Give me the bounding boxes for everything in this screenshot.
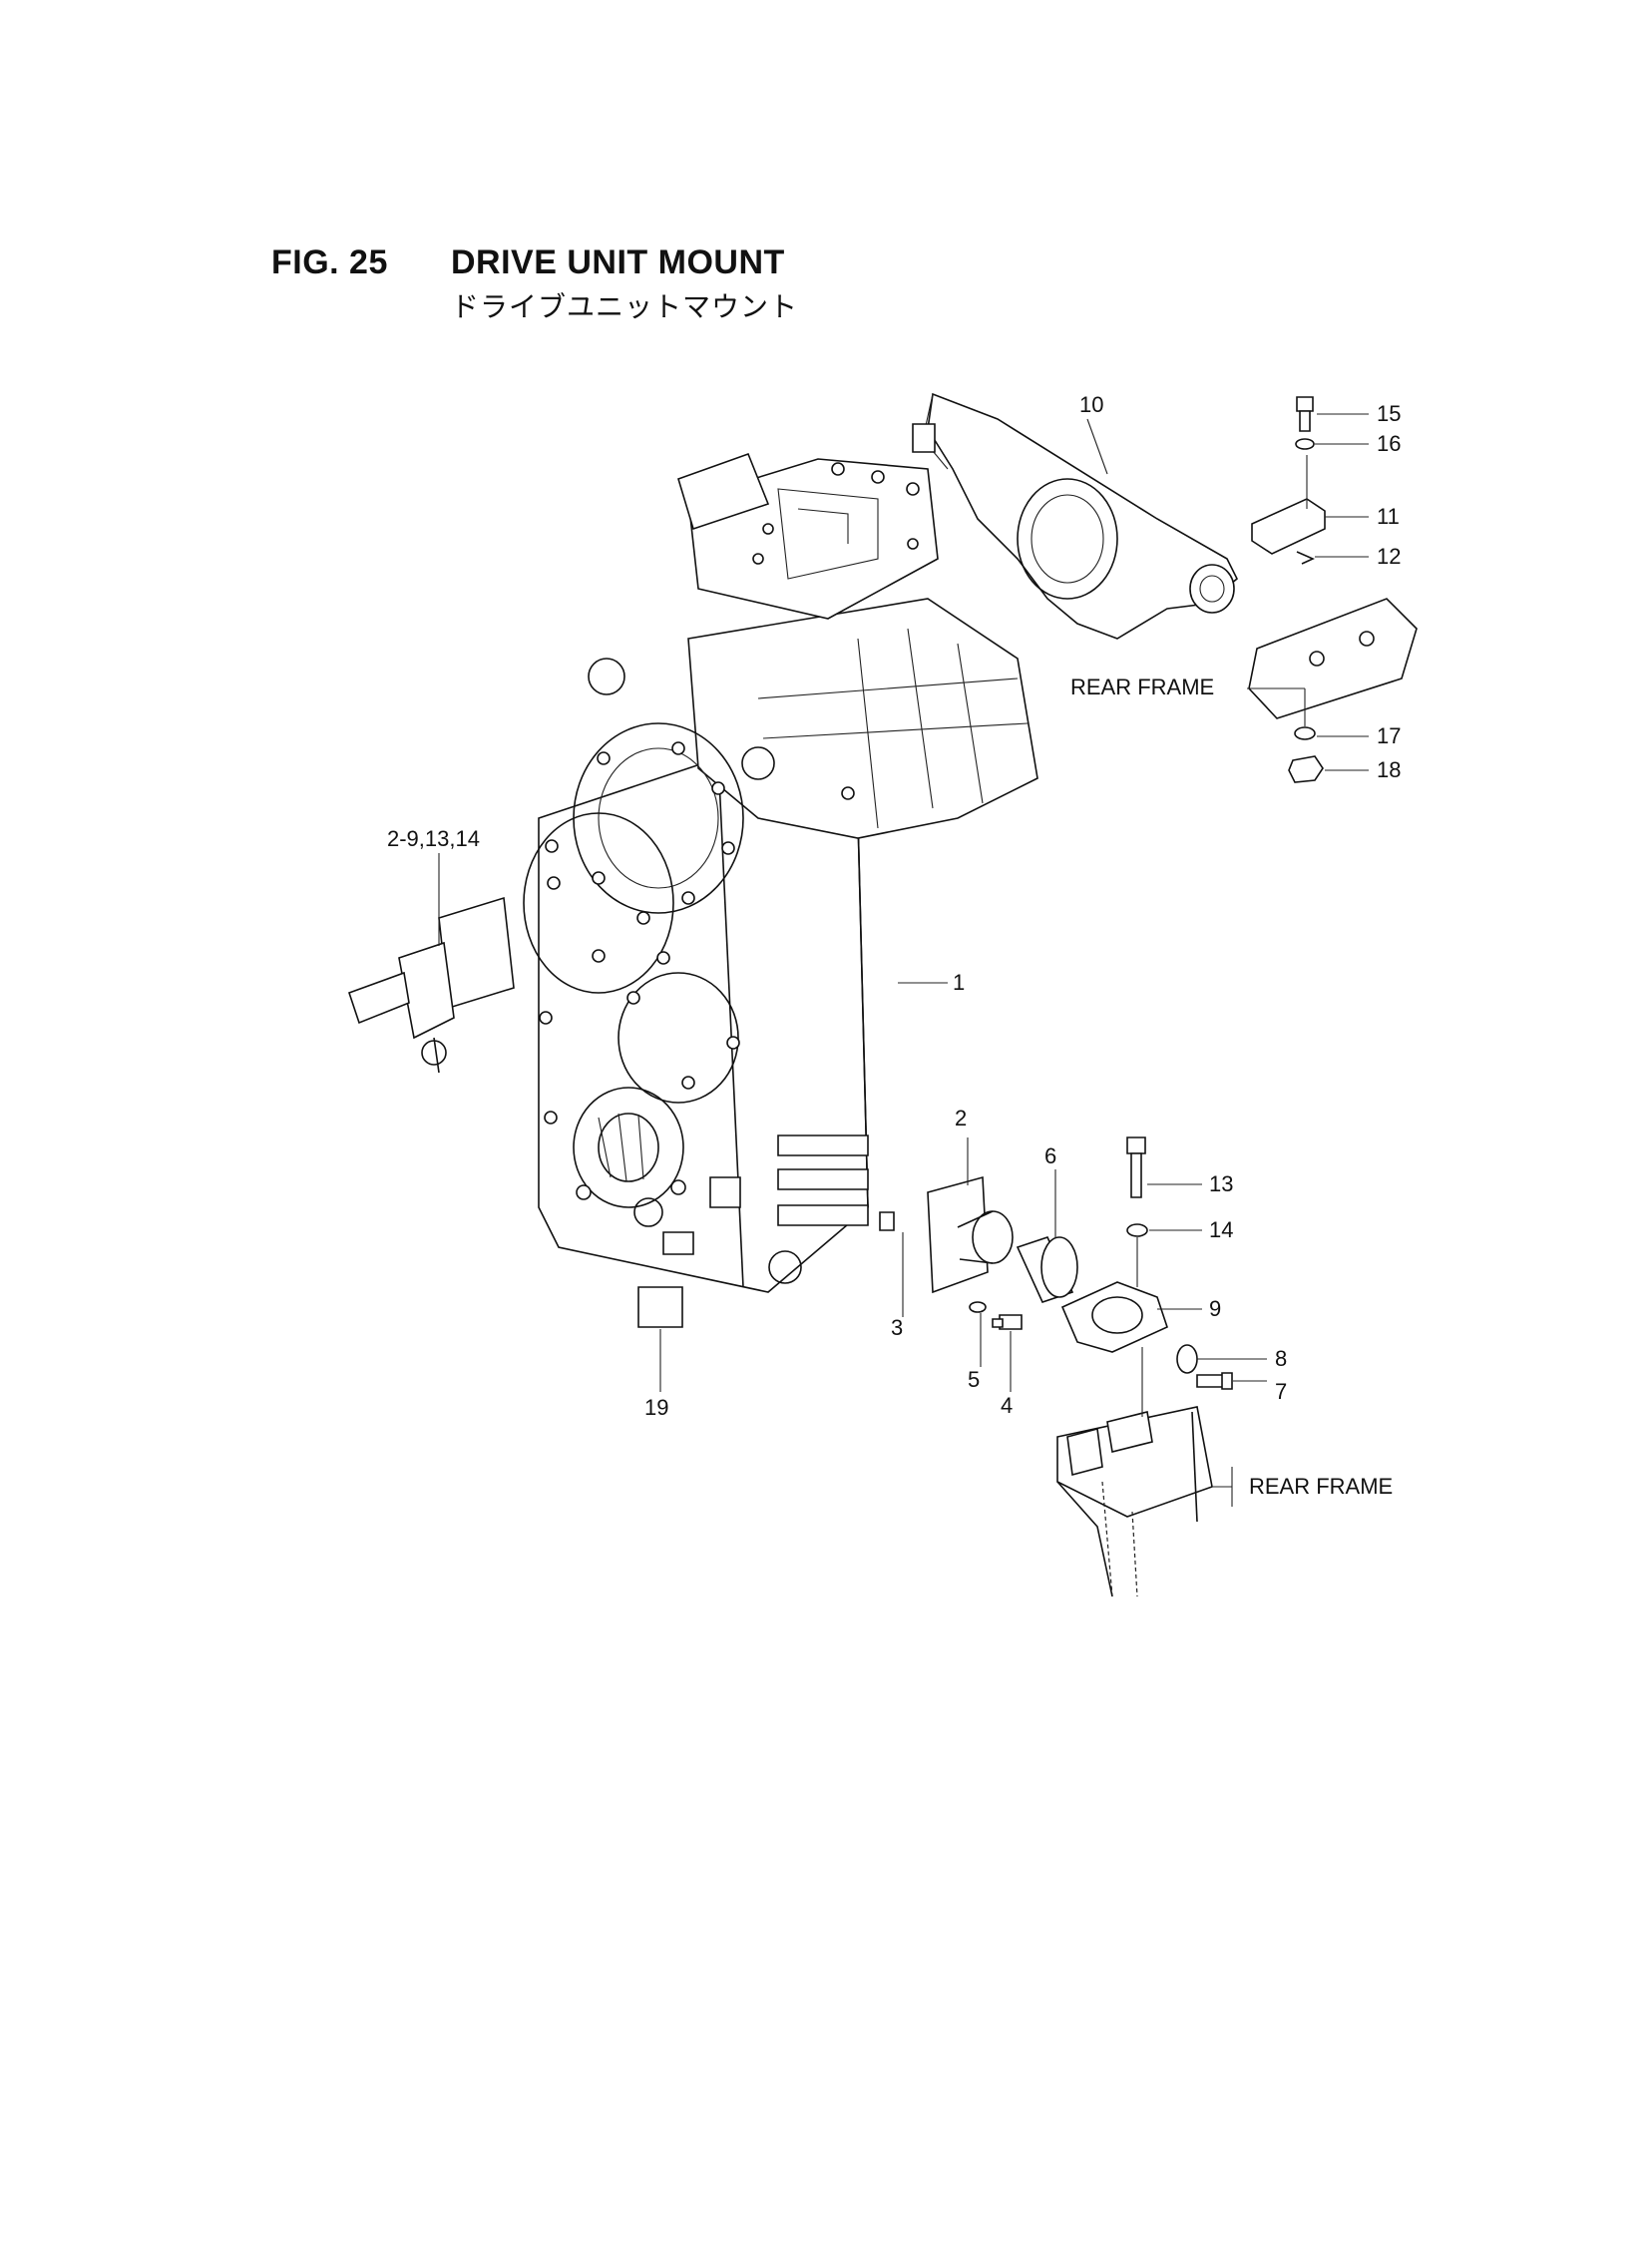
mount-plate <box>928 1177 1013 1292</box>
rear-support-bracket <box>913 394 1237 639</box>
callout-11: 11 <box>1377 504 1400 529</box>
callout-5: 5 <box>968 1367 981 1392</box>
figure-title: DRIVE UNIT MOUNT <box>451 243 785 281</box>
figure-subtitle-japanese: ドライブユニットマウント <box>451 291 799 322</box>
callout-19: 19 <box>644 1395 669 1420</box>
saddle-clamp <box>1062 1282 1167 1352</box>
label-rear-frame-top: REAR FRAME <box>1070 675 1215 699</box>
figure-number: FIG. 25 <box>271 243 388 281</box>
clamp-side-bolt <box>1197 1373 1232 1389</box>
transmission-housing <box>524 454 1037 1292</box>
callout-assembly-ref: 2-9,13,14 <box>387 826 480 851</box>
callout-7: 7 <box>1275 1379 1288 1404</box>
clamp-bolt <box>1127 1137 1145 1197</box>
callout-13: 13 <box>1209 1171 1234 1196</box>
upper-fastener-group <box>1252 397 1325 782</box>
callout-6: 6 <box>1044 1143 1057 1168</box>
plate-washer <box>970 1302 986 1312</box>
leader-lines <box>439 414 1369 1507</box>
clamp-washer <box>1127 1224 1147 1236</box>
callout-8: 8 <box>1275 1346 1288 1371</box>
callout-3: 3 <box>891 1315 904 1340</box>
callout-14: 14 <box>1209 1217 1234 1242</box>
rear-frame-lower-bracket <box>1057 1407 1212 1596</box>
pin <box>880 1212 894 1230</box>
rear-frame-upper-plate <box>1249 599 1417 718</box>
callout-16: 16 <box>1377 431 1402 456</box>
callout-15: 15 <box>1377 401 1402 426</box>
callout-1: 1 <box>953 970 966 995</box>
callout-12: 12 <box>1377 544 1402 569</box>
callout-9: 9 <box>1209 1296 1222 1321</box>
callout-18: 18 <box>1377 757 1402 782</box>
callout-17: 17 <box>1377 723 1402 748</box>
callout-2: 2 <box>955 1106 968 1131</box>
plate-bolt <box>993 1315 1022 1329</box>
flat-washer <box>1177 1345 1197 1373</box>
name-plate <box>638 1287 682 1327</box>
callout-4: 4 <box>1001 1393 1014 1418</box>
label-rear-frame-bottom: REAR FRAME <box>1249 1474 1394 1499</box>
rubber-bushing <box>1018 1237 1077 1302</box>
left-mount-assembly <box>349 898 514 1073</box>
callout-10: 10 <box>1079 392 1104 417</box>
